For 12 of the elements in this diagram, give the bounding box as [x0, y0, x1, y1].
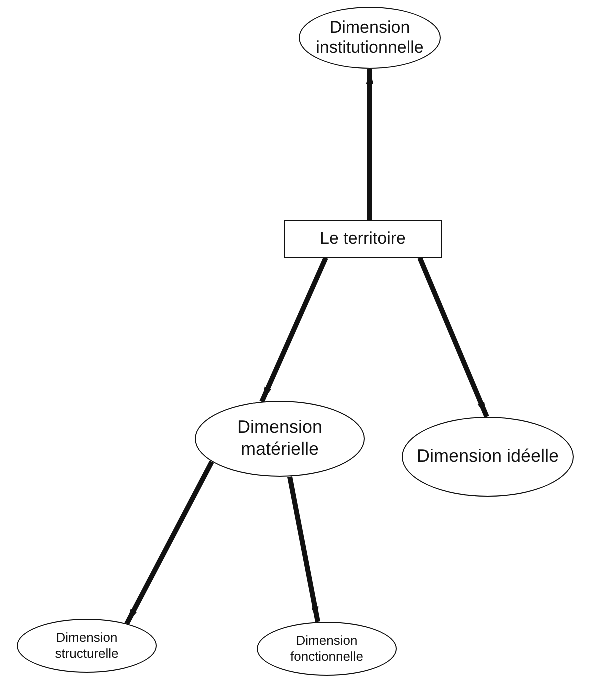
node-label: Dimension structurelle — [54, 630, 120, 662]
box-node — [284, 220, 442, 258]
arrow — [124, 460, 214, 626]
arrow — [288, 476, 320, 622]
arrow — [260, 256, 328, 404]
node-label: Dimension institutionnelle — [315, 18, 425, 58]
node-label: Le territoire — [320, 228, 406, 250]
node-label: Dimension matérielle — [236, 417, 324, 461]
node-label: Dimension fonctionnelle — [290, 633, 364, 665]
node-label: Dimension idéelle — [416, 446, 560, 468]
arrow — [418, 257, 490, 418]
arrow — [366, 69, 374, 220]
